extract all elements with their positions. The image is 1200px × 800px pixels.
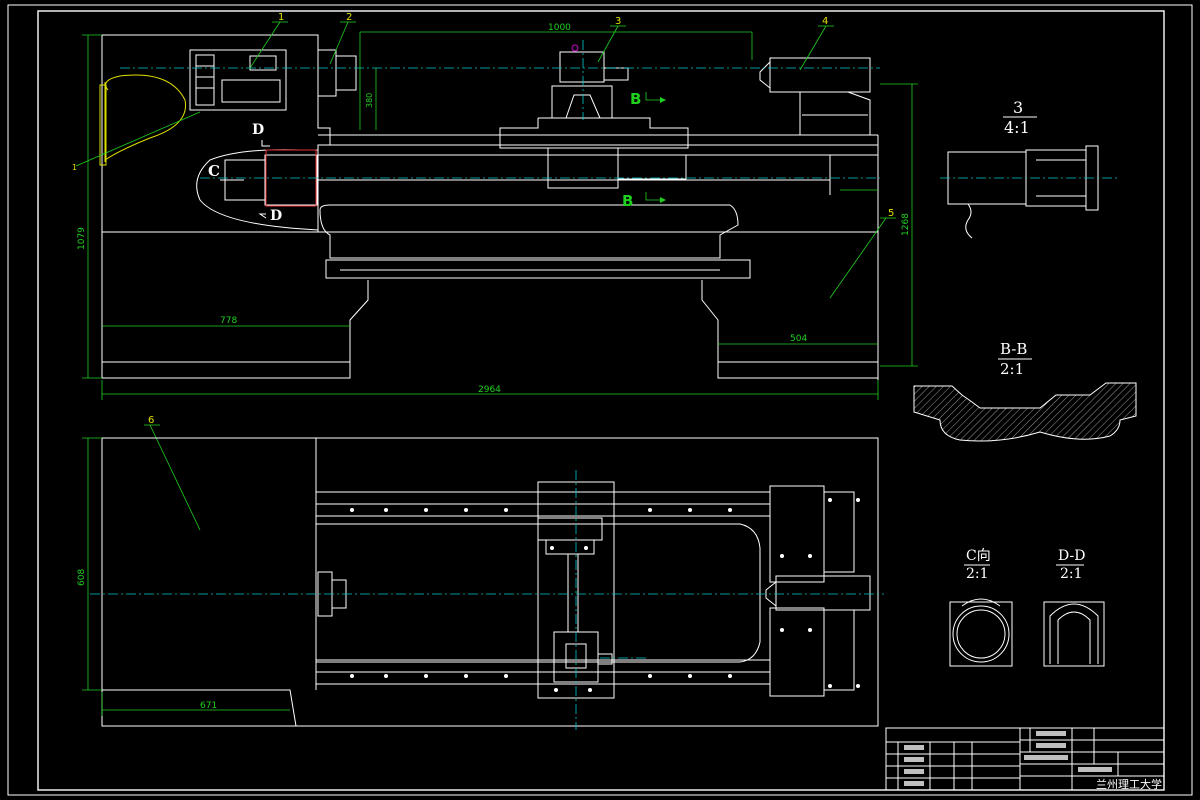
tailstock xyxy=(769,57,871,93)
section-d-bottom: D xyxy=(270,208,282,224)
outer-border xyxy=(7,4,1193,796)
balloon-3: 3 xyxy=(615,16,621,27)
front-view xyxy=(99,34,880,380)
balloon-1: 1 xyxy=(278,12,284,23)
balloon-7: 1 xyxy=(72,163,77,172)
view-c: C向 2:1 xyxy=(949,548,1013,667)
section-c-arrow: C xyxy=(208,162,220,180)
section-dd: D-D 2:1 xyxy=(1043,548,1105,667)
section-bb: B-B 2:1 xyxy=(913,340,1137,442)
tool-post xyxy=(559,51,605,83)
dim-608: 608 xyxy=(77,569,87,586)
dim-2964: 2964 xyxy=(478,385,501,395)
dim-380: 380 xyxy=(365,93,374,108)
plan-view xyxy=(90,437,884,730)
detail3-scale: 4:1 xyxy=(1004,118,1030,137)
bb-scale: 2:1 xyxy=(1000,360,1024,378)
inner-border xyxy=(37,10,1165,791)
dim-1000: 1000 xyxy=(548,23,571,33)
dd-title: D-D xyxy=(1058,548,1085,564)
bb-title: B-B xyxy=(1000,340,1027,358)
balloon-4: 4 xyxy=(822,16,828,27)
section-b-bottom: B xyxy=(622,192,633,210)
balloon-6: 6 xyxy=(148,415,154,426)
motor-housing xyxy=(196,149,319,231)
dim-671: 671 xyxy=(200,701,217,711)
balloon-2: 2 xyxy=(346,12,352,23)
balloon-5: 5 xyxy=(888,208,894,219)
section-d-top: D xyxy=(252,122,264,138)
spindle-cover xyxy=(104,74,187,161)
title-block: 兰州理工大学 xyxy=(885,727,1165,791)
dd-scale: 2:1 xyxy=(1060,566,1083,582)
c-title: C向 xyxy=(966,548,991,564)
bolt-holes xyxy=(350,498,860,692)
detail3-number: 3 xyxy=(1013,98,1023,117)
dim-1079: 1079 xyxy=(77,227,87,250)
front-dimensions: 1000 380 1079 1268 778 504 2964 xyxy=(77,23,918,400)
section-markers: B B C D D xyxy=(208,90,666,224)
detail-3: 3 4:1 xyxy=(940,98,1118,239)
section-b-top: B xyxy=(630,90,641,108)
dim-504: 504 xyxy=(790,334,807,344)
dim-1268: 1268 xyxy=(901,213,911,236)
plan-dimensions: 608 671 xyxy=(77,437,290,716)
c-scale: 2:1 xyxy=(966,566,989,582)
part-balloons: 1 2 3 4 5 6 1 xyxy=(72,12,896,531)
control-panel xyxy=(189,49,287,111)
dim-778: 778 xyxy=(220,316,237,326)
lathe-bed xyxy=(319,204,739,259)
school-name: 兰州理工大学 xyxy=(1096,777,1162,791)
plan-carriage xyxy=(537,481,615,699)
